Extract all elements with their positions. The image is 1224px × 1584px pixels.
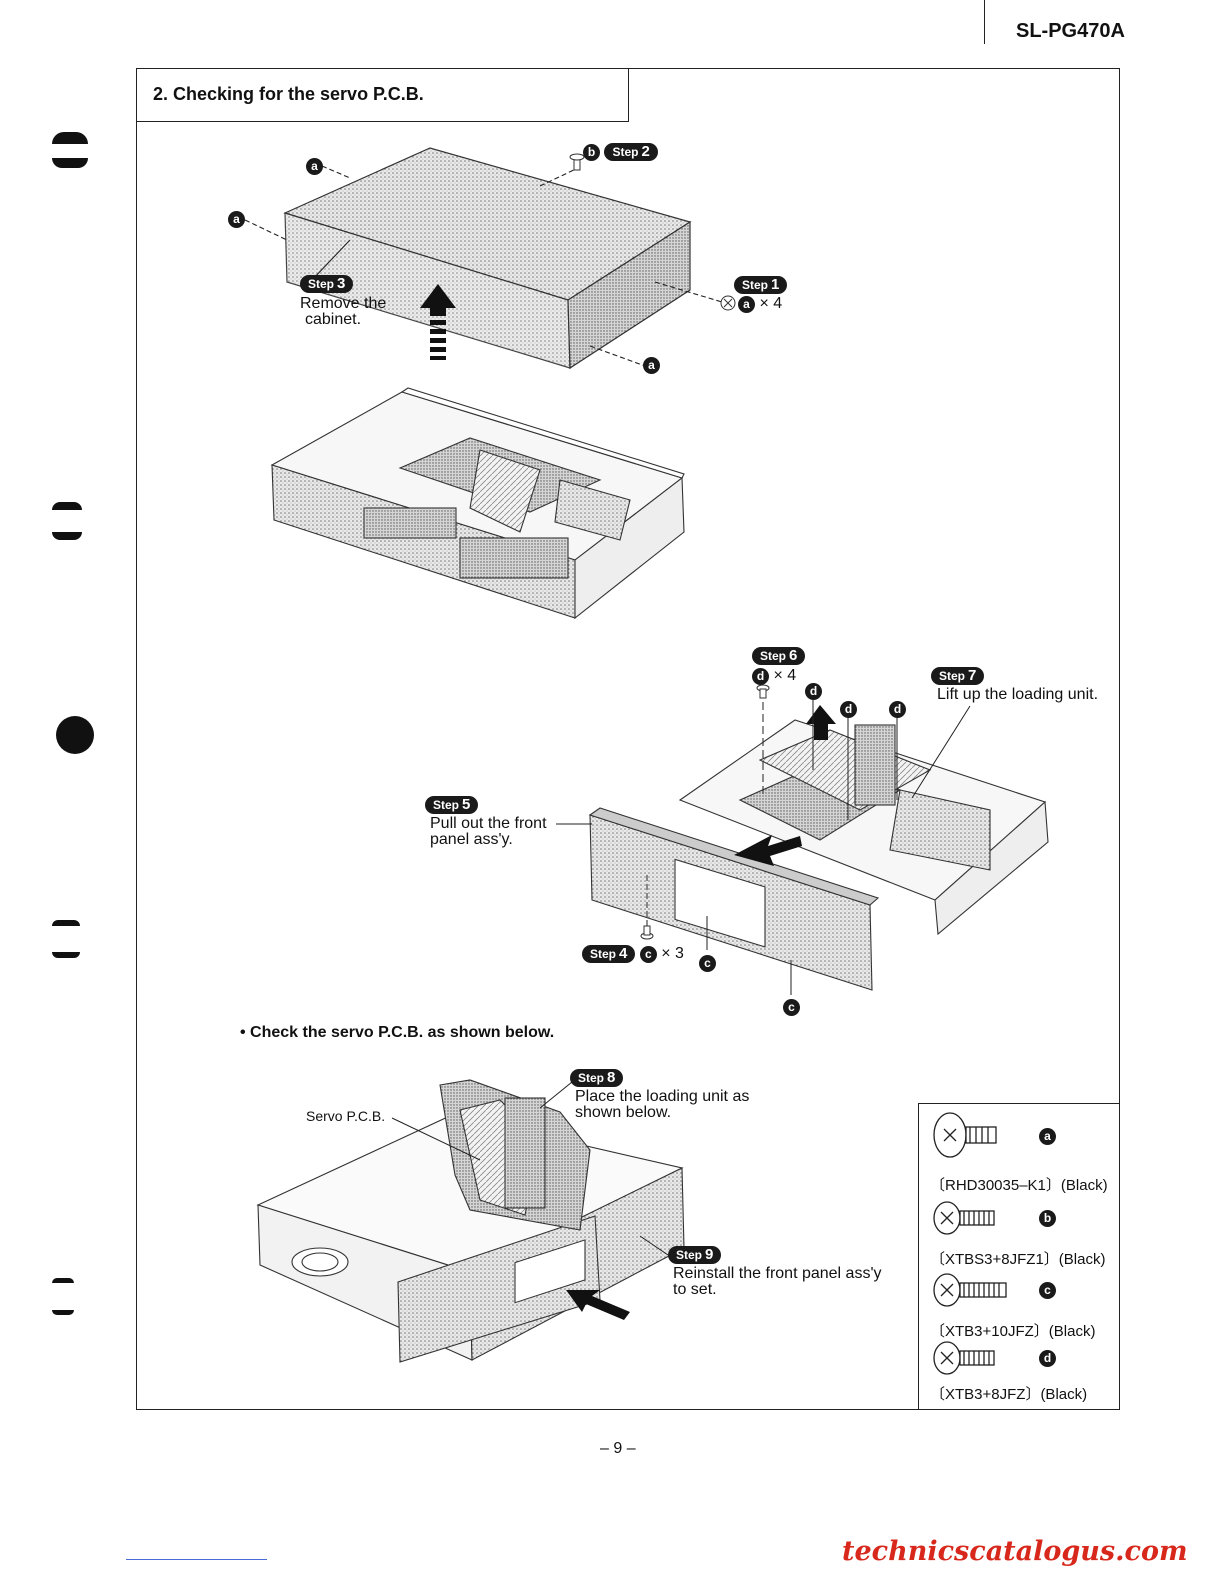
binder-mark bbox=[52, 502, 82, 510]
footer-link-line bbox=[126, 1559, 267, 1560]
legend-code-a: 〔RHD30035–K1〕(Black) bbox=[930, 1177, 1108, 1194]
pull-arrow-icon bbox=[734, 705, 836, 866]
header-rule bbox=[984, 0, 985, 44]
open-unit bbox=[270, 387, 685, 620]
binder-mark bbox=[52, 920, 80, 926]
binder-mark bbox=[52, 1278, 74, 1283]
servo-pcb-label: Servo P.C.B. bbox=[306, 1108, 386, 1124]
callout-a: a bbox=[228, 211, 245, 228]
binder-hole bbox=[56, 716, 94, 754]
lift-arrow-icon bbox=[420, 284, 456, 360]
step6-leaders bbox=[556, 690, 971, 995]
unit-servo-check bbox=[256, 1079, 685, 1363]
binder-mark bbox=[52, 532, 82, 540]
callout-d: d bbox=[752, 668, 769, 685]
step3-text-line1: Remove the bbox=[300, 295, 387, 312]
binder-mark bbox=[52, 952, 80, 958]
callout-a: a bbox=[738, 296, 755, 313]
callout-a: a bbox=[643, 357, 660, 374]
check-note: • Check the servo P.C.B. as shown below. bbox=[240, 1024, 555, 1041]
callout-d: d bbox=[805, 683, 822, 700]
legend-letter-d: d bbox=[1039, 1350, 1056, 1367]
callout-a: a bbox=[306, 158, 323, 175]
callout-d: d bbox=[889, 701, 906, 718]
step3-leader bbox=[311, 239, 351, 281]
step3-text-line2: cabinet. bbox=[305, 311, 362, 328]
screw-d-icon bbox=[933, 1341, 995, 1375]
legend-code-b: 〔XTBS3+8JFZ1〕(Black) bbox=[930, 1251, 1106, 1268]
screw-legend bbox=[918, 1103, 1120, 1410]
screw-icon bbox=[640, 684, 770, 940]
model-number: SL-PG470A bbox=[1016, 20, 1125, 42]
legend-code-d: 〔XTB3+8JFZ〕(Black) bbox=[930, 1386, 1088, 1403]
step5-text-line1: Pull out the front bbox=[430, 815, 547, 832]
callout-b: b bbox=[583, 144, 600, 161]
screw-a-icon bbox=[933, 1112, 997, 1158]
step4-qty-text: × 3 bbox=[661, 945, 684, 962]
section-title-box bbox=[136, 68, 629, 122]
step1-qty: a × 4 bbox=[738, 295, 782, 313]
step7-text: Lift up the loading unit. bbox=[937, 686, 1099, 703]
callout-c: c bbox=[639, 946, 657, 963]
insert-arrow-icon bbox=[566, 1290, 630, 1320]
binder-mark bbox=[52, 132, 88, 144]
cabinet-leaders bbox=[244, 165, 723, 367]
cabinet-cover bbox=[283, 147, 692, 370]
step6-qty-text: × 4 bbox=[773, 667, 797, 684]
step5-text-line2: panel ass'y. bbox=[430, 831, 513, 848]
pcb-leaders bbox=[391, 1081, 669, 1256]
step1-qty-text: × 4 bbox=[759, 295, 783, 312]
binder-mark bbox=[52, 158, 88, 168]
callout-c: c bbox=[699, 955, 716, 972]
callout-c: c bbox=[783, 999, 800, 1016]
screw-c-icon bbox=[933, 1273, 1007, 1307]
legend-letter-b: b bbox=[1039, 1210, 1056, 1227]
legend-code-c: 〔XTB3+10JFZ〕(Black) bbox=[930, 1323, 1096, 1340]
step9-text-line2: to set. bbox=[673, 1281, 717, 1298]
screw-b-icon bbox=[933, 1201, 995, 1235]
legend-screws bbox=[933, 1112, 1007, 1375]
binder-mark bbox=[52, 1310, 74, 1315]
watermark: technicscatalogus.com bbox=[842, 1536, 1188, 1567]
step8-text-line1: Place the loading unit as bbox=[575, 1088, 750, 1105]
callout-d: d bbox=[840, 701, 857, 718]
step9-text-line1: Reinstall the front panel ass'y bbox=[673, 1265, 882, 1282]
legend-letter-c: c bbox=[1039, 1282, 1056, 1299]
unit-front-panel-out bbox=[588, 719, 1049, 991]
step8-text-line2: shown below. bbox=[575, 1104, 672, 1121]
section-title: 2. Checking for the servo P.C.B. bbox=[153, 84, 424, 104]
page-number: – 9 – bbox=[600, 1440, 636, 1457]
screw-icon bbox=[569, 153, 736, 311]
legend-letter-a: a bbox=[1039, 1128, 1056, 1145]
